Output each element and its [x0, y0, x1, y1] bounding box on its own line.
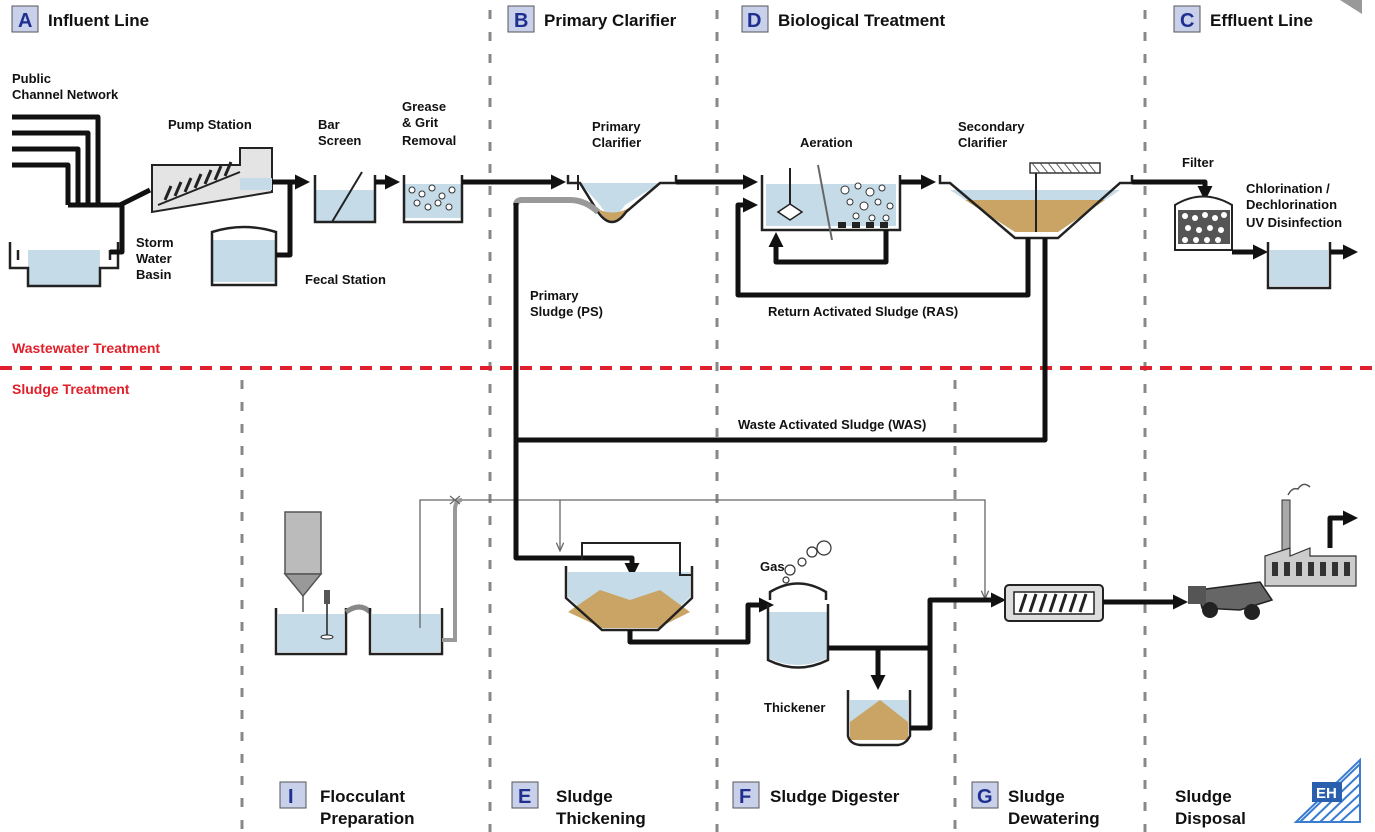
section-letter: B	[514, 10, 528, 32]
label-bar-screen-1: Bar	[318, 117, 340, 132]
secondary-clarifier	[938, 162, 1134, 240]
label-chlorination-2: Dechlorination	[1246, 197, 1337, 212]
public-channel-network	[12, 114, 152, 208]
section-header-primary: B Primary Clarifier	[507, 5, 677, 33]
sludge-thickener	[564, 542, 694, 632]
section-title-line1: Flocculant	[320, 787, 405, 806]
section-title-line2: Thickening	[556, 809, 646, 828]
section-title-line1: Sludge	[1175, 787, 1232, 806]
back-corner-icon[interactable]	[1340, 0, 1362, 14]
label-gas: Gas	[760, 559, 785, 574]
section-header-effluent: C Effluent Line	[1173, 5, 1313, 33]
section-title: Sludge Digester	[770, 787, 900, 806]
section-title-line2: Preparation	[320, 809, 414, 828]
company-logo: EH	[1293, 757, 1361, 823]
label-primary-clarifier-2: Clarifier	[592, 135, 641, 150]
dewatering-centrifuge	[1004, 584, 1104, 622]
label-public-network-1: Public	[12, 71, 51, 86]
label-pump-station: Pump Station	[168, 117, 252, 132]
section-letter: C	[1180, 10, 1194, 32]
section-header-biological: D Biological Treatment	[741, 5, 946, 33]
label-primary-clarifier-1: Primary	[592, 119, 641, 134]
section-header-disposal: Sludge Disposal	[1175, 787, 1246, 828]
filter	[1174, 195, 1233, 251]
section-title: Primary Clarifier	[544, 11, 677, 30]
label-primary-sludge-2: Sludge (PS)	[530, 304, 603, 319]
section-header-dewatering: G Sludge Dewatering	[971, 781, 1100, 828]
section-letter: G	[977, 786, 993, 808]
label-was: Waste Activated Sludge (WAS)	[738, 417, 926, 432]
storm-water-basin	[8, 205, 125, 288]
label-ras: Return Activated Sludge (RAS)	[768, 304, 958, 319]
post-thickener	[846, 690, 912, 747]
column-dividers	[240, 10, 1147, 832]
section-title: Effluent Line	[1210, 11, 1313, 30]
label-chlorination-1: Chlorination /	[1246, 181, 1330, 196]
label-storm-1: Storm	[136, 235, 174, 250]
section-title-line2: Dewatering	[1008, 809, 1100, 828]
aeration-tank	[760, 164, 902, 265]
section-title-line2: Disposal	[1175, 809, 1246, 828]
section-letter: E	[518, 786, 531, 808]
label-secondary-clarifier-2: Clarifier	[958, 135, 1007, 150]
label-grease-1: Grease	[402, 99, 446, 114]
zone-label-wastewater: Wastewater Treatment	[12, 340, 160, 356]
flocculant-silo	[283, 511, 323, 612]
label-thickener: Thickener	[764, 700, 825, 715]
section-letter: D	[747, 10, 761, 32]
label-aeration: Aeration	[800, 135, 853, 150]
primary-clarifier	[566, 175, 678, 224]
flocculant-mix-tank	[274, 590, 348, 656]
section-title-line1: Sludge	[556, 787, 613, 806]
label-fecal-station: Fecal Station	[305, 272, 386, 287]
section-letter: F	[739, 786, 751, 808]
section-header-thickening: E Sludge Thickening	[511, 781, 646, 828]
label-primary-sludge-1: Primary	[530, 288, 579, 303]
label-filter: Filter	[1182, 155, 1214, 170]
label-chlorination-3: UV Disinfection	[1246, 215, 1342, 230]
grease-grit-removal	[402, 175, 464, 224]
section-letter: I	[288, 786, 294, 808]
label-grease-3: Removal	[402, 133, 456, 148]
label-public-network-2: Channel Network	[12, 87, 119, 102]
label-storm-3: Basin	[136, 267, 171, 282]
incinerator-plant-icon	[1264, 483, 1358, 587]
disinfection-tank	[1266, 242, 1332, 290]
fecal-station	[210, 182, 293, 287]
label-bar-screen-2: Screen	[318, 133, 361, 148]
label-storm-2: Water	[136, 251, 172, 266]
section-title-line1: Sludge	[1008, 787, 1065, 806]
logo-text: EH	[1316, 785, 1337, 802]
section-header-digester: F Sludge Digester	[732, 781, 900, 809]
section-title: Biological Treatment	[778, 11, 946, 30]
section-header-flocculant: I Flocculant Preparation	[279, 781, 414, 828]
sludge-digester	[766, 540, 832, 669]
flocculant-storage-tank	[368, 608, 444, 656]
label-secondary-clarifier-1: Secondary	[958, 119, 1025, 134]
section-letter: A	[18, 10, 32, 32]
zone-label-sludge: Sludge Treatment	[12, 381, 130, 397]
dump-truck-icon	[1188, 581, 1274, 620]
bar-screen	[313, 171, 377, 224]
section-header-influent: A Influent Line	[11, 5, 149, 33]
section-title: Influent Line	[48, 11, 149, 30]
label-grease-2: & Grit	[402, 115, 439, 130]
pump-station	[151, 147, 273, 214]
